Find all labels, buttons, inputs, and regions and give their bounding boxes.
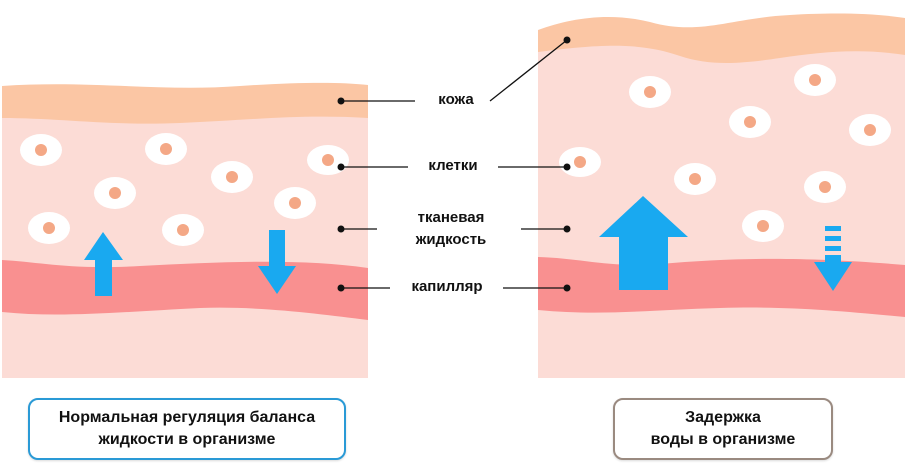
leader-lines	[341, 39, 568, 289]
leader-dots	[337, 36, 571, 292]
cell-nucleus	[109, 187, 121, 199]
cell-nucleus	[744, 116, 756, 128]
dashed-down-arrow-icon	[814, 226, 852, 291]
right-cells	[559, 64, 891, 242]
cell-nucleus	[689, 173, 701, 185]
cell-nucleus	[819, 181, 831, 193]
cell-nucleus	[160, 143, 172, 155]
caption-normal-balance: Нормальная регуляция баланса жидкости в …	[28, 398, 346, 460]
cell-nucleus	[322, 154, 334, 166]
caption-water-retention: Задержка воды в организме	[613, 398, 833, 460]
cell-nucleus	[757, 220, 769, 232]
right-skin-layer	[538, 13, 905, 63]
left-panel	[2, 82, 368, 378]
label-skin: кожа	[438, 91, 474, 108]
cell-nucleus	[864, 124, 876, 136]
cell-nucleus	[35, 144, 47, 156]
label-cells: клетки	[428, 157, 478, 174]
caption-right-line1: Задержка	[685, 409, 761, 426]
label-capillary: капилляр	[411, 278, 483, 295]
cell-nucleus	[226, 171, 238, 183]
right-panel	[538, 13, 905, 378]
cell-nucleus	[644, 86, 656, 98]
cell-nucleus	[809, 74, 821, 86]
label-tissue-fluid-line1: тканевая	[417, 209, 485, 226]
label-tissue-fluid-line2: жидкость	[415, 231, 487, 248]
caption-left-line1: Нормальная регуляция баланса	[58, 409, 316, 426]
up-arrow-icon	[84, 232, 123, 296]
caption-right-line2: воды в организме	[650, 431, 796, 448]
right-tissue	[538, 40, 905, 378]
down-arrow-icon	[258, 230, 296, 294]
left-skin-layer	[2, 82, 368, 124]
cell-nucleus	[177, 224, 189, 236]
left-cells	[20, 133, 349, 246]
cell-nucleus	[574, 156, 586, 168]
caption-left-line2: жидкости в организме	[98, 431, 276, 448]
large-up-arrow-icon	[599, 196, 688, 290]
cell-nucleus	[289, 197, 301, 209]
cell-nucleus	[43, 222, 55, 234]
